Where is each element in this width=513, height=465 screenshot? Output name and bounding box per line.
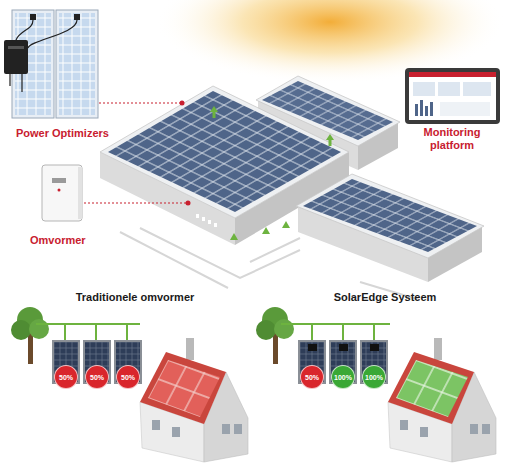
power-optimizer-panels: [56, 10, 98, 118]
green-arrows: [326, 134, 334, 146]
power-optimizer-panels: [8, 46, 24, 49]
house: [388, 338, 496, 462]
house: [222, 424, 230, 434]
callout-label: Power Optimizers: [16, 127, 109, 140]
house: [470, 424, 478, 434]
warehouse-main: [202, 217, 205, 221]
monitoring-tablet: [405, 68, 500, 124]
warehouse-front: [296, 174, 484, 282]
leader-dot: [186, 201, 191, 206]
inverter: [42, 165, 82, 221]
inverter: [52, 178, 66, 183]
tree: [11, 320, 31, 340]
percent-value: 100%: [334, 374, 352, 381]
percent-value: 100%: [365, 374, 383, 381]
string-wire: [36, 324, 140, 340]
status-circle: 50%: [85, 365, 109, 389]
inverter: [42, 165, 82, 221]
monitoring-tablet: [415, 104, 418, 116]
leader-dot: [180, 101, 185, 106]
optimizer-box: [370, 344, 379, 351]
road-lines: [250, 238, 300, 262]
leader-line: [84, 202, 186, 203]
leader-dot: [180, 101, 191, 206]
callout-label: Monitoring platform: [415, 126, 489, 152]
inverter: [78, 167, 82, 219]
house: [152, 420, 160, 430]
monitoring-tablet: [438, 82, 460, 96]
solar-panel: [331, 342, 355, 382]
monitoring-tablet: [420, 100, 423, 116]
monitoring-tablet: [405, 68, 500, 124]
green-arrows: [262, 227, 270, 234]
power-optimizer-panels: [4, 10, 98, 118]
monitoring-tablet: [430, 102, 433, 116]
house: [140, 352, 226, 424]
monitoring-tablet: [440, 102, 490, 116]
warehouse-main: [208, 220, 211, 224]
status-circle: 50%: [116, 365, 140, 389]
tree: [274, 319, 294, 339]
callout-label: Omvormer: [30, 234, 86, 247]
power-optimizer-panels: [4, 40, 28, 74]
house: [420, 427, 428, 437]
green-arrows: [210, 106, 218, 118]
house: [388, 352, 474, 424]
warehouse-main: [214, 223, 217, 227]
percent-value: 50%: [121, 374, 135, 381]
status-circle: 100%: [362, 365, 386, 389]
optimizer-box: [308, 344, 379, 351]
house: [400, 420, 408, 430]
string-wire: [36, 324, 390, 340]
house: [396, 360, 468, 417]
house: [140, 338, 248, 462]
house: [186, 338, 194, 360]
green-arrows: [230, 233, 238, 240]
monitoring-tablet: [463, 82, 491, 96]
power-optimizer-panels: [30, 14, 36, 20]
green-arrows: [210, 106, 334, 240]
monitoring-tablet: [425, 106, 428, 116]
monitoring-tablet: [409, 72, 496, 77]
leader-line: [99, 102, 180, 103]
optimizer-box: [339, 344, 348, 351]
percent-value: 50%: [305, 374, 319, 381]
road-lines: [120, 232, 228, 288]
optimizer-box: [308, 344, 317, 351]
tree: [256, 320, 276, 340]
power-optimizer-panels: [10, 74, 22, 92]
solar-panel: [362, 342, 386, 382]
percent-value: 50%: [90, 374, 104, 381]
house: [234, 424, 242, 434]
warehouse-front: [303, 179, 477, 252]
warehouse-front: [296, 174, 484, 258]
leader-line: [84, 103, 186, 203]
status-circle: 100%: [331, 365, 355, 389]
string-wire: [281, 324, 390, 340]
green-arrows: [282, 221, 290, 228]
house: [434, 338, 442, 360]
power-optimizer-panels: [59, 13, 95, 115]
monitoring-tablet: [409, 72, 496, 120]
percent-value: 50%: [59, 374, 73, 381]
warehouse-main: [196, 214, 199, 218]
house: [482, 424, 490, 434]
house: [148, 360, 220, 417]
power-optimizer-panels: [74, 14, 80, 20]
status-circle: 50%: [300, 365, 324, 389]
section-title: SolarEdge Systeem: [334, 291, 437, 304]
tree: [29, 319, 49, 339]
monitoring-tablet: [413, 82, 435, 96]
section-title: Traditionele omvormer: [76, 291, 195, 304]
status-circle: 50%: [54, 365, 78, 389]
warehouse-main: [108, 91, 341, 212]
inverter: [58, 189, 61, 192]
house: [172, 427, 180, 437]
